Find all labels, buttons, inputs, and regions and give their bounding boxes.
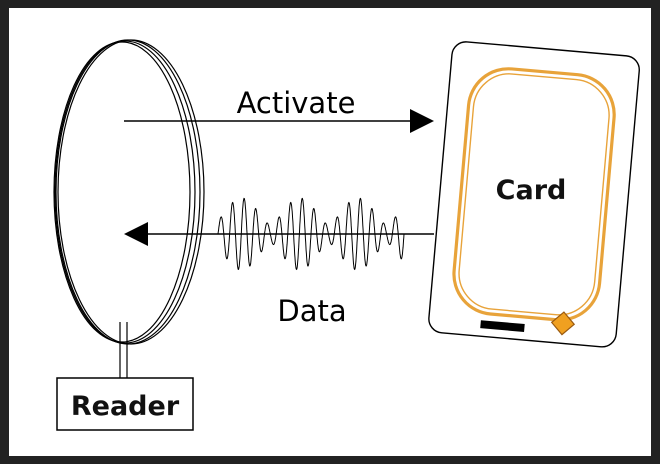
coil-loop-1 <box>53 41 191 343</box>
card-antenna-outer <box>452 67 616 322</box>
activate-label: Activate <box>237 86 356 120</box>
card-chip <box>550 311 576 336</box>
reader-label: Reader <box>71 391 180 422</box>
data-arrow <box>124 222 434 246</box>
reader-box <box>56 377 194 431</box>
data-label: Data <box>277 294 346 328</box>
data-waveform <box>217 197 405 271</box>
card-antenna-inner <box>458 73 610 316</box>
card-outline <box>428 41 640 348</box>
activate-arrowhead <box>410 109 434 133</box>
data-arrowhead <box>124 222 148 246</box>
coil-loop-3 <box>55 39 201 345</box>
card-bar <box>480 320 525 333</box>
activate-arrow <box>124 109 434 133</box>
reader-coil <box>53 39 205 345</box>
card <box>428 41 640 348</box>
reader-wires <box>119 322 128 378</box>
card-label: Card <box>496 175 567 206</box>
coil-loop-4 <box>57 39 205 345</box>
